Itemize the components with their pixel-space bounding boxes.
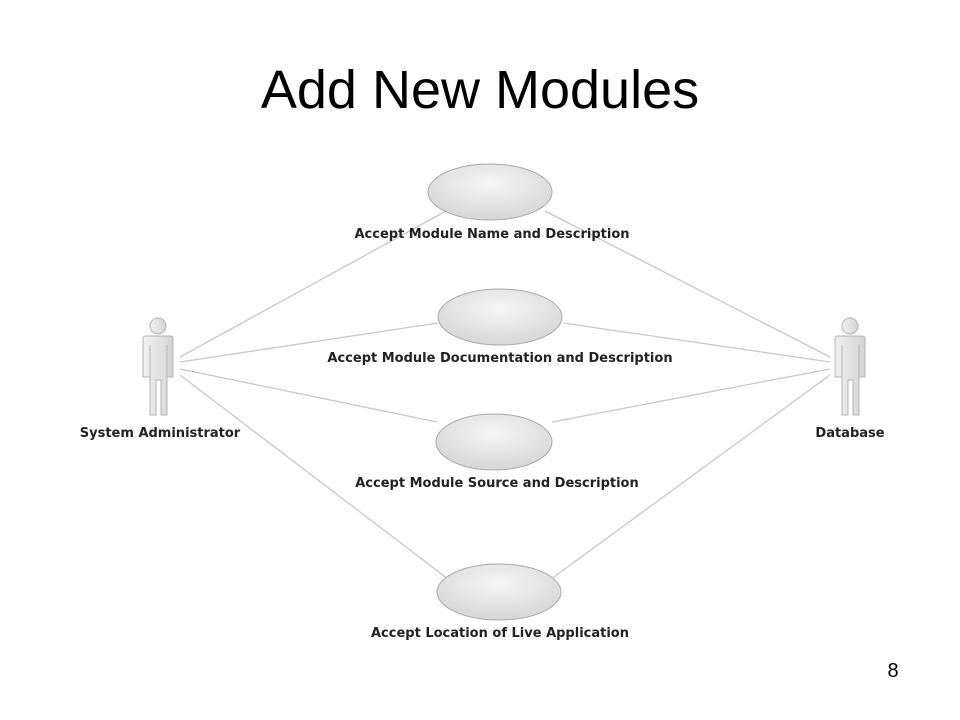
assoc-sysadmin-uc4: [179, 374, 453, 583]
assoc-sysadmin-uc3: [179, 368, 438, 423]
use-case-uc1: Accept Module Name and Description: [354, 163, 630, 242]
use-case-ellipse: [427, 163, 553, 221]
slide-number: 8: [887, 660, 899, 682]
actor-label: System Administrator: [80, 426, 241, 441]
use-case-uc4: Accept Location of Live Application: [371, 563, 629, 641]
use-case-uc2: Accept Module Documentation and Descript…: [327, 288, 673, 366]
actor-database: Database: [815, 317, 885, 441]
assoc-sysadmin-uc1: [179, 210, 447, 358]
assoc-database-uc2: [562, 322, 831, 363]
actor-icon: [834, 317, 866, 416]
actor-label: Database: [815, 426, 884, 441]
assoc-database-uc4: [546, 374, 831, 583]
slide-title: Add New Modules: [260, 60, 700, 120]
use-case-label: Accept Module Name and Description: [354, 227, 629, 242]
use-case-label: Accept Module Source and Description: [355, 476, 639, 491]
use-case-label: Accept Location of Live Application: [371, 626, 629, 641]
use-case-ellipse: [435, 413, 553, 471]
use-case-uc3: Accept Module Source and Description: [355, 413, 639, 491]
assoc-database-uc1: [544, 210, 831, 358]
use-case-ellipse: [437, 288, 563, 346]
actor-system-administrator: System Administrator: [80, 317, 241, 441]
assoc-database-uc3: [551, 368, 831, 423]
actor-icon: [142, 317, 174, 416]
assoc-sysadmin-uc2: [179, 322, 439, 363]
use-case-ellipse: [436, 563, 562, 621]
association-lines: [179, 210, 831, 583]
use-case-label: Accept Module Documentation and Descript…: [327, 351, 672, 366]
